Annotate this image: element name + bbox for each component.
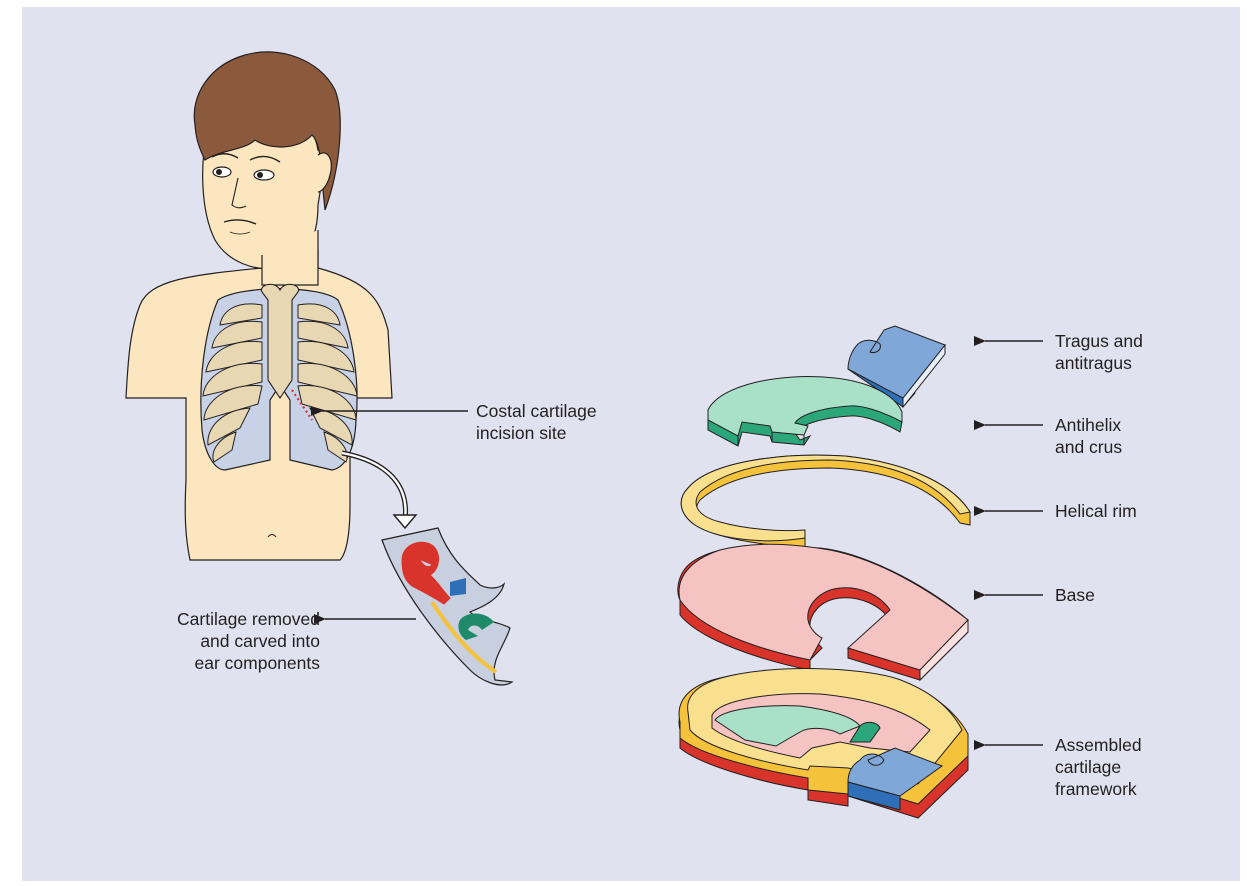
antihelix-piece bbox=[708, 377, 902, 446]
child-figure bbox=[126, 52, 392, 560]
label-assembled: Assembled cartilage framework bbox=[1055, 734, 1142, 800]
label-tragus: Tragus and antitragus bbox=[1055, 330, 1143, 374]
label-helical-rim: Helical rim bbox=[1055, 500, 1137, 522]
label-base: Base bbox=[1055, 584, 1095, 606]
removed-cartilage bbox=[382, 528, 512, 685]
base-piece bbox=[678, 544, 968, 680]
label-antihelix: Antihelix and crus bbox=[1055, 414, 1122, 458]
transfer-arrow bbox=[342, 453, 416, 528]
helical-rim-piece bbox=[681, 455, 970, 548]
assembled-framework bbox=[679, 669, 968, 818]
label-cartilage-removed: Cartilage removed and carved into ear co… bbox=[148, 608, 320, 674]
label-costal-incision: Costal cartilage incision site bbox=[476, 400, 597, 444]
